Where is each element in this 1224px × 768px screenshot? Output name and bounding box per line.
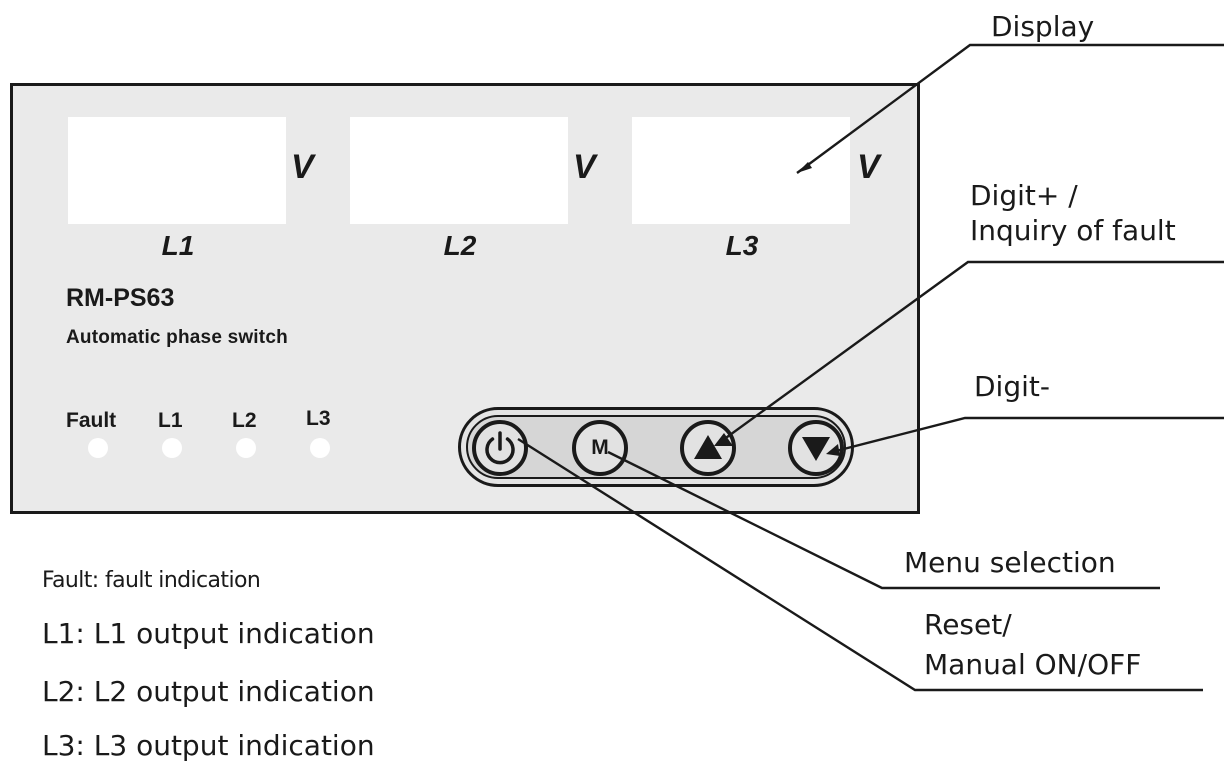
display-l1-unit: V <box>291 148 314 186</box>
menu-button[interactable]: M <box>572 420 628 476</box>
indicator-led-l2 <box>236 438 256 458</box>
display-l2-screen <box>350 117 568 224</box>
callout-reset-line2: Manual ON/OFF <box>924 648 1142 681</box>
reset-power-button[interactable] <box>472 420 528 476</box>
triangle-up-icon <box>694 435 722 459</box>
leader-menu <box>607 450 1160 590</box>
leader-digit-plus <box>722 260 1224 441</box>
legend-l1: L1: L1 output indication <box>42 617 375 650</box>
callout-digit-plus-line2: Inquiry of fault <box>970 214 1176 247</box>
indicator-led-l3 <box>310 438 330 458</box>
model-description: Automatic phase switch <box>66 327 288 348</box>
triangle-down-icon <box>802 437 830 461</box>
indicator-led-fault <box>88 438 108 458</box>
leader-digit-minus <box>831 416 1224 454</box>
leader-digit-minus-arrowhead <box>826 444 840 456</box>
display-l1-screen <box>68 117 286 224</box>
legend-l3: L3: L3 output indication <box>42 729 375 762</box>
callout-digit-plus-line1: Digit+ / <box>970 179 1078 212</box>
keypad-inner-rim <box>466 415 846 479</box>
legend-fault: Fault: fault indication <box>42 568 261 593</box>
model-name: RM-PS63 <box>66 284 175 312</box>
indicator-label-l3: L3 <box>306 407 331 430</box>
display-l1-label: L1 <box>161 230 195 261</box>
display-l3-label: L3 <box>725 230 759 261</box>
display-l2-unit: V <box>573 148 596 186</box>
indicator-label-l1: L1 <box>158 409 183 432</box>
callout-menu-selection: Menu selection <box>904 546 1116 579</box>
indicator-label-l2: L2 <box>232 409 257 432</box>
digit-minus-button[interactable] <box>788 420 844 476</box>
indicator-label-fault: Fault <box>66 409 117 432</box>
leader-digit-plus-arrowhead <box>714 433 733 446</box>
legend-l2: L2: L2 output indication <box>42 675 375 708</box>
leader-reset <box>517 437 1203 692</box>
callout-reset-line1: Reset/ <box>924 608 1012 641</box>
callout-display: Display <box>991 10 1095 43</box>
display-l3-unit: V <box>857 148 880 186</box>
display-l3-screen <box>632 117 850 224</box>
display-l2-label: L2 <box>443 230 477 261</box>
digit-plus-button[interactable] <box>680 420 736 476</box>
indicator-led-l1 <box>162 438 182 458</box>
menu-button-label: M <box>591 436 609 459</box>
leader-display-arrowhead <box>797 162 812 173</box>
callout-digit-minus: Digit- <box>974 370 1050 403</box>
leader-display <box>796 43 1224 174</box>
power-icon <box>485 431 515 465</box>
